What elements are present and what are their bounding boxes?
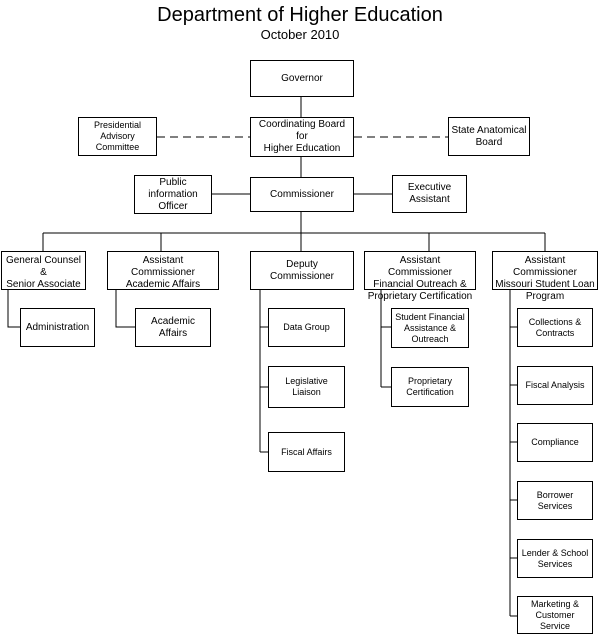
- box-general-counsel: General Counsel & Senior Associate: [1, 251, 86, 290]
- box-executive-assistant: Executive Assistant: [392, 175, 467, 213]
- box-state-anatomical-board: State Anatomical Board: [448, 117, 530, 156]
- box-public-information-officer: Public information Officer: [134, 175, 212, 214]
- connector-academic-affairs: [115, 290, 135, 328]
- connector-administration: [7, 290, 20, 328]
- box-borrower-services: Borrower Services: [517, 481, 593, 520]
- box-collections-contracts: Collections & Contracts: [517, 308, 593, 347]
- box-academic-affairs: Academic Affairs: [135, 308, 211, 347]
- box-ac-academic-affairs: Assistant Commissioner Academic Affairs: [107, 251, 219, 290]
- box-coordinating-board: Coordinating Board for Higher Education: [250, 117, 354, 157]
- box-lender-school-services: Lender & School Services: [517, 539, 593, 578]
- box-fiscal-affairs: Fiscal Affairs: [268, 432, 345, 472]
- box-marketing-customer-service: Marketing & Customer Service: [517, 596, 593, 634]
- box-ac-student-loan: Assistant Commissioner Missouri Student …: [492, 251, 598, 302]
- box-ac-financial-outreach: Assistant Commissioner Financial Outreac…: [364, 251, 476, 302]
- box-legislative-liaison: Legislative Liaison: [268, 366, 345, 408]
- box-student-financial-assistance: Student Financial Assistance & Outreach: [391, 308, 469, 348]
- box-fiscal-analysis: Fiscal Analysis: [517, 366, 593, 405]
- box-compliance: Compliance: [517, 423, 593, 462]
- box-presidential-advisory-committee: Presidential Advisory Committee: [78, 117, 157, 156]
- box-deputy-commissioner: Deputy Commissioner: [250, 251, 354, 290]
- box-data-group: Data Group: [268, 308, 345, 347]
- box-administration: Administration: [20, 308, 95, 347]
- box-governor: Governor: [250, 60, 354, 97]
- chart-date: October 2010: [260, 27, 340, 42]
- box-commissioner: Commissioner: [250, 177, 354, 212]
- box-proprietary-certification: Proprietary Certification: [391, 367, 469, 407]
- chart-title: Department of Higher Education: [157, 4, 443, 26]
